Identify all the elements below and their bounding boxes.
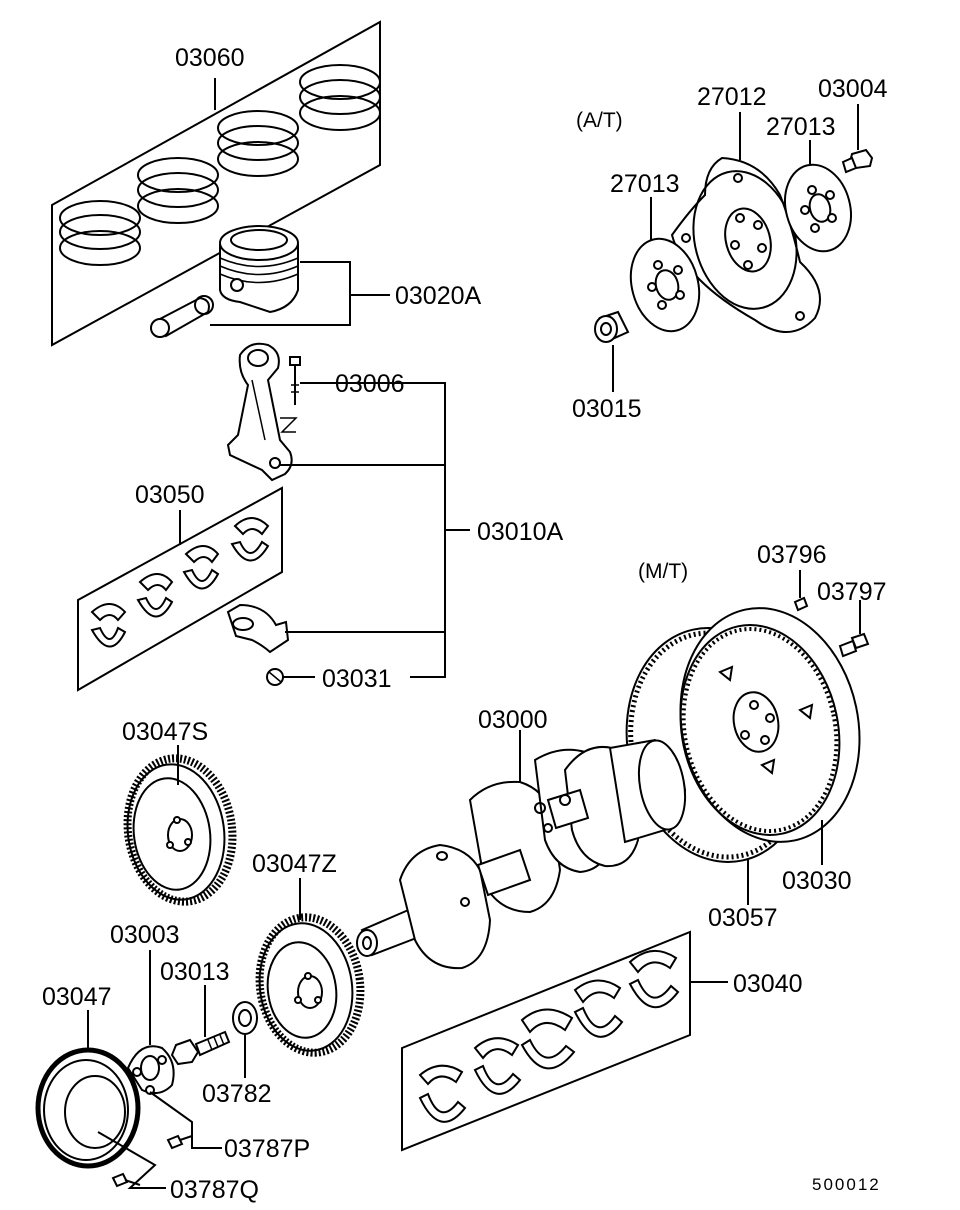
label-27012: 27012 (697, 83, 767, 111)
conrod-bearing-shells (90, 517, 270, 648)
dowel-pin (793, 596, 809, 612)
label-03004: 03004 (818, 75, 888, 103)
connecting-rod-group: 03006 03010A 03031 (226, 342, 564, 693)
main-bearing-shells (418, 950, 680, 1123)
conrod-bearing-frame (77, 486, 283, 692)
label-03782: 03782 (202, 1080, 272, 1108)
break-mark (280, 417, 298, 433)
at-drive-plate-group: (A/T) (572, 75, 888, 423)
piston-rings-group: 03060 03020A (51, 20, 482, 347)
adapter-plate-front (629, 237, 701, 333)
label-03006: 03006 (335, 370, 405, 398)
label-03787Q: 03787Q (170, 1176, 259, 1204)
crank-pulley: 03047 (35, 983, 141, 1169)
washer: 03782 (202, 1001, 272, 1108)
flywheel-bolt (838, 632, 870, 658)
label-27013-front: 27013 (610, 170, 680, 198)
label-03000: 03000 (478, 706, 548, 734)
piston-ring-set-3 (217, 110, 299, 177)
hub: 03003 (110, 921, 180, 1095)
label-at: (A/T) (576, 109, 623, 132)
label-03060: 03060 (175, 44, 245, 72)
bracket-03020A (210, 261, 351, 326)
piston-pin (150, 295, 214, 338)
damper-pulley-s: 03047S (122, 718, 237, 906)
conrod-bearing-group: 03050 (77, 481, 283, 692)
crankshaft: 03000 (356, 706, 687, 970)
leader-03787P (149, 1091, 222, 1149)
connecting-rod (226, 342, 293, 482)
label-03030: 03030 (782, 867, 852, 895)
label-03047Z: 03047Z (252, 850, 337, 878)
label-03050: 03050 (135, 481, 205, 509)
damper-pulley-z: 03047Z (252, 850, 365, 1057)
drive-plate-bolt (841, 148, 874, 174)
conrod-nut (266, 668, 284, 686)
label-03003: 03003 (110, 921, 180, 949)
pilot-bushing (594, 310, 630, 343)
main-bearing-frame (401, 930, 691, 1152)
label-27013-rear: 27013 (766, 113, 836, 141)
adapter-plate-rear (784, 163, 852, 253)
piston (219, 225, 299, 314)
label-03796: 03796 (757, 541, 827, 569)
label-03020A: 03020A (395, 282, 482, 310)
label-03013: 03013 (160, 958, 230, 986)
crank-bolt: 03013 (160, 958, 231, 1066)
label-mt: (M/T) (638, 560, 688, 583)
piston-ring-set-1 (59, 200, 141, 266)
figure-id: 500012 (812, 1175, 881, 1194)
leader-03787Q (97, 1131, 166, 1189)
main-bearing-group: 03040 (401, 930, 803, 1152)
conrod-cap (226, 603, 290, 654)
flywheel (679, 607, 861, 843)
label-03787P: 03787P (224, 1135, 310, 1163)
conrod-bolt (289, 356, 301, 405)
label-03010A: 03010A (477, 518, 564, 546)
mt-flywheel-group: (M/T) (625, 541, 887, 932)
piston-ring-set-4 (299, 64, 381, 131)
label-03015: 03015 (572, 395, 642, 423)
piston-rings-frame (51, 20, 381, 347)
label-03031: 03031 (322, 665, 392, 693)
pulley-bolt-p: 03787P (149, 1091, 310, 1163)
label-03047: 03047 (42, 983, 112, 1011)
label-03040: 03040 (733, 970, 803, 998)
piston-ring-set-2 (137, 157, 219, 224)
label-03797: 03797 (817, 578, 887, 606)
label-03047S: 03047S (122, 718, 208, 746)
label-03057: 03057 (708, 904, 778, 932)
pulley-bolt-q: 03787Q (97, 1131, 259, 1204)
